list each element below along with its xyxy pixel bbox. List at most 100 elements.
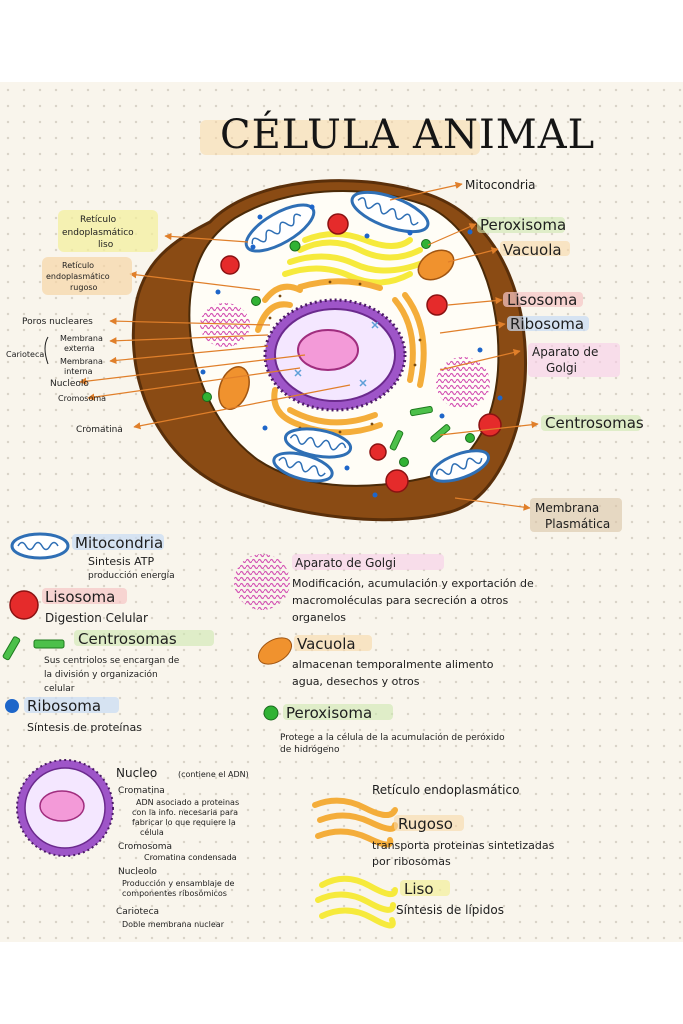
label-membrana-highlight bbox=[530, 498, 622, 532]
legend-cromatina-d4: célula bbox=[140, 827, 164, 837]
legend-cromatina-d1: ADN asociado a proteinas bbox=[136, 798, 239, 807]
nucleus bbox=[263, 298, 407, 412]
legend-carioteca-name: Carioteca bbox=[116, 907, 159, 917]
label-reticulo-rugoso-1: Retículo bbox=[62, 261, 94, 270]
ribosome-icon bbox=[5, 699, 19, 713]
label-membrana-interna-1: Membrana bbox=[60, 357, 103, 366]
chromatin bbox=[294, 321, 379, 387]
legend-ribosoma-name: Ribosoma bbox=[27, 697, 101, 715]
legend-golgi-l3: organelos bbox=[292, 611, 346, 624]
label-reticulo-liso-3: liso bbox=[98, 240, 114, 250]
legend-peroxisoma-l2: de hidrógeno bbox=[280, 744, 340, 755]
label-cromatina: Cromatina bbox=[76, 425, 123, 435]
label-centrosomas: Centrosomas bbox=[545, 414, 644, 432]
legend-ribosoma: Ribosoma Síntesis de proteínas bbox=[5, 697, 142, 734]
legend-nucleolo-name: Nucleolo bbox=[118, 867, 157, 877]
legend-vacuola-l1: almacenan temporalmente alimento bbox=[292, 658, 494, 671]
cell bbox=[131, 179, 528, 522]
label-peroxisoma-highlight bbox=[477, 217, 565, 233]
label-reticulo-liso-1: Retículo bbox=[80, 215, 117, 225]
legend-cromosoma-name: Cromosoma bbox=[118, 842, 172, 852]
legend-nucleo: Nucleo (contiene el ADN) Cromatina ADN a… bbox=[16, 759, 249, 929]
legend-liso-d1: Síntesis de lípidos bbox=[396, 903, 504, 917]
legend-golgi-l2: macromoléculas para secreción a otros bbox=[292, 594, 508, 607]
legend-centrosomas-l3: celular bbox=[44, 684, 75, 694]
peroxisome-icon bbox=[263, 705, 279, 721]
legend-golgi-name: Aparato de Golgi bbox=[295, 556, 396, 570]
legend-reticulo: Retículo endoplasmático Rugoso transport… bbox=[312, 783, 555, 929]
vacuoles bbox=[218, 249, 455, 410]
label-centrosomas-highlight bbox=[541, 415, 641, 431]
label-reticulo-liso-2: endoplasmático bbox=[62, 228, 134, 238]
centrosomes bbox=[389, 405, 451, 451]
legend-cromatina-d2: con la info. necesaria para bbox=[132, 808, 238, 817]
legend-rugoso-name: Rugoso bbox=[398, 815, 453, 833]
legend-nucleo-note: (contiene el ADN) bbox=[178, 770, 249, 779]
legend-mitocondria: Mitocondria Sintesis ATP producción ener… bbox=[10, 532, 175, 581]
label-membrana-externa-2: externa bbox=[64, 344, 95, 353]
label-lisosoma-highlight bbox=[503, 292, 583, 307]
label-membrana-1: Membrana bbox=[535, 501, 599, 515]
legend-centrosomas-l2: la división y organización bbox=[44, 669, 158, 680]
legend-centrosomas: Centrosomas Sus centriolos se encargan d… bbox=[2, 630, 214, 694]
legend-ribosoma-l1: Síntesis de proteínas bbox=[27, 721, 142, 734]
legend-reticulo-name: Retículo endoplasmático bbox=[372, 783, 519, 797]
legend-peroxisoma-name: Peroxisoma bbox=[286, 704, 372, 722]
legend-rugoso-d2: por ribosomas bbox=[372, 855, 451, 868]
legend-nucleolo-d2: componentes ribosómicos bbox=[122, 888, 227, 898]
label-poros: Poros nucleares bbox=[22, 317, 93, 327]
peroxisomes bbox=[202, 239, 475, 467]
label-reticulo-liso-highlight bbox=[58, 210, 158, 252]
title-highlight bbox=[200, 120, 480, 155]
mitochondria bbox=[244, 190, 490, 483]
legend-peroxisoma: Peroxisoma Protege a la célula de la acu… bbox=[263, 704, 505, 755]
carioteca-brace bbox=[44, 336, 49, 365]
legend-nucleo-name: Nucleo bbox=[116, 766, 157, 780]
label-vacuola-highlight bbox=[500, 241, 570, 256]
nucleolus bbox=[297, 329, 359, 371]
label-reticulo-rugoso-highlight bbox=[42, 257, 132, 295]
legend-mitocondria-name: Mitocondria bbox=[75, 534, 163, 552]
pointer-arrows bbox=[79, 181, 539, 511]
label-membrana-interna-2: interna bbox=[64, 367, 93, 376]
label-lisosoma: Lisosoma bbox=[507, 291, 577, 309]
legend-lisosoma-name: Lisosoma bbox=[45, 588, 115, 606]
vacuole-icon bbox=[257, 637, 293, 665]
lysosomes bbox=[220, 213, 502, 493]
diagram-labels: Mitocondria Peroxisoma Vacuola Lisosoma … bbox=[6, 178, 644, 532]
legend-mitocondria-l2: producción energía bbox=[88, 570, 175, 581]
centrosome-icon bbox=[2, 636, 21, 661]
legend-nucleolo-d1: Producción y ensamblaje de bbox=[122, 878, 234, 888]
mitochondria-icon bbox=[10, 532, 70, 560]
label-cromosoma: Cromosoma bbox=[58, 394, 106, 403]
label-mitocondria: Mitocondria bbox=[465, 178, 536, 192]
smooth-er bbox=[282, 231, 428, 286]
legend-peroxisoma-l1: Protege a la célula de la acumulación de… bbox=[280, 732, 505, 743]
legend-golgi: Aparato de Golgi Modificación, acumulaci… bbox=[234, 554, 534, 624]
golgi-icon bbox=[234, 554, 290, 610]
label-golgi-1: Aparato de bbox=[532, 345, 598, 359]
lysosome-icon bbox=[9, 590, 39, 620]
label-membrana-externa-1: Membrana bbox=[60, 334, 103, 343]
label-nucleolo: Nucleolo bbox=[50, 379, 89, 389]
label-reticulo-rugoso-3: rugoso bbox=[70, 283, 98, 292]
label-vacuola: Vacuola bbox=[503, 241, 562, 259]
legend-cromatina-name: Cromatina bbox=[118, 786, 165, 796]
legend-carioteca-d1: Doble membrana nuclear bbox=[122, 920, 225, 929]
page-title: CÉLULA ANIMAL bbox=[220, 111, 595, 158]
legend-cromosoma-d1: Cromatina condensada bbox=[144, 853, 237, 862]
legend-vacuola-name: Vacuola bbox=[297, 635, 356, 653]
legend-vacuola-l2: agua, desechos y otros bbox=[292, 675, 420, 688]
label-golgi-highlight bbox=[528, 343, 620, 377]
legend: Mitocondria Sintesis ATP producción ener… bbox=[2, 532, 555, 929]
legend-centrosomas-name: Centrosomas bbox=[78, 630, 177, 648]
legend-rugoso-d1: transporta proteinas sintetizadas bbox=[372, 839, 555, 852]
rough-er-icon bbox=[312, 797, 398, 848]
legend-centrosomas-l1: Sus centriolos se encargan de bbox=[44, 656, 180, 666]
ribosomes bbox=[200, 204, 503, 498]
legend-lisosoma-l1: Digestion Celular bbox=[45, 611, 148, 625]
label-membrana-2: Plasmática bbox=[545, 517, 610, 531]
legend-cromatina-d3: fabricar lo que requiere la bbox=[132, 818, 236, 827]
smooth-er-icon bbox=[315, 875, 398, 929]
